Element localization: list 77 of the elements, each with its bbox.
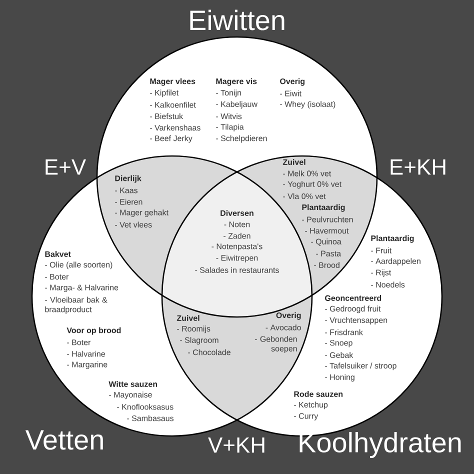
food-item: - Kaas (115, 188, 138, 194)
food-item: - Yoghurt 0% vet (283, 181, 342, 189)
food-item: - Olie (alle soorten) (45, 262, 112, 270)
food-item: - Pasta (316, 250, 342, 256)
food-item: - Chocolade (188, 349, 230, 356)
food-item: - Frisdrank (325, 329, 363, 336)
category-heading: Magere vis (216, 78, 257, 86)
category-heading: Plantaardig (371, 235, 414, 243)
node-label: Koolhydraten (300, 432, 461, 458)
food-item: - Eieren (115, 198, 142, 205)
category-heading: Diversen (220, 210, 254, 216)
food-item: - Brood (314, 262, 340, 268)
category-heading: Zuivel (282, 159, 306, 165)
food-item: - Witvis (216, 113, 242, 120)
food-item: - Marga- & Halvarine (45, 284, 118, 292)
category-heading: Dierlijk (115, 175, 142, 183)
food-item: - Schelpdieren (216, 135, 267, 143)
food-item: - Tonijn (216, 90, 241, 98)
category-heading: Mager vlees (150, 78, 196, 86)
food-item: - Gebak (325, 352, 354, 358)
overlap-label: E+V (46, 159, 86, 175)
category-heading: Voor op brood (66, 327, 121, 335)
food-item: - Salades in restaurants (195, 267, 279, 273)
food-item: - Kipfilet (150, 90, 179, 98)
food-item: - Vet vlees (115, 222, 152, 228)
food-item: - Boter (45, 274, 69, 280)
food-item: - Mager gehakt (115, 209, 168, 217)
category-heading: Bakvet (45, 251, 71, 257)
food-item: - Vla 0% vet (283, 193, 326, 200)
food-item: - Curry (294, 413, 318, 420)
overlap-label: V+KH (208, 437, 264, 453)
food-item: - Beef Jerky (150, 135, 192, 143)
food-item: - Sambasaus (127, 415, 174, 422)
food-item: - Kabeljauw (216, 101, 258, 109)
food-item: - Halvarine (67, 350, 105, 357)
food-item: - Biefstuk (150, 113, 184, 120)
category-heading: Zuivel (176, 315, 200, 321)
food-item: - Tafelsuiker / stroop (325, 362, 396, 370)
category-heading: Witte sauzen (108, 381, 158, 387)
overlap-label: E+KH (390, 159, 446, 175)
food-item: - Mayonaise (109, 392, 152, 400)
food-item: - Melk 0% vet (283, 170, 332, 176)
food-item: - Margarine (67, 361, 108, 369)
food-item: - Noedels (371, 282, 405, 288)
food-item: - Kalkoenfilet (150, 102, 196, 108)
food-item: - Snoep (325, 340, 352, 348)
category-heading: Overig (276, 312, 301, 320)
food-item: - Whey (isolaat) (280, 101, 336, 109)
food-item: - Tilapia (216, 124, 244, 132)
food-item: - Ketchup (294, 402, 328, 410)
food-item: - Zaden (224, 232, 250, 239)
food-item: - Avocado (266, 324, 301, 330)
food-item: - Vruchtensappen (325, 317, 388, 325)
category-heading: Plantaardig (302, 204, 345, 212)
food-item: - Slagroom (180, 337, 218, 345)
food-item: - Notenpasta's (212, 244, 262, 251)
food-item: - Boter (67, 340, 91, 346)
food-item: - Noten (224, 222, 250, 228)
food-item: - Gebonden soepen (254, 336, 297, 354)
food-item: - Fruit (371, 247, 392, 254)
food-item: - Roomijs (177, 326, 210, 334)
node-label: Eiwitten (190, 10, 284, 30)
category-heading: Geoncentreerd (325, 295, 382, 301)
food-item: - Quinoa (311, 238, 342, 246)
food-item: - Honing (325, 374, 354, 382)
food-item: - Eiwitrepen (216, 254, 258, 262)
food-item: - Varkenshaas (150, 124, 200, 131)
food-item: - Vloeibaar bak & braadproduct (45, 296, 108, 314)
food-item: - Rijst (371, 269, 392, 277)
category-heading: Overig (280, 78, 304, 86)
food-item: - Peulvruchten (302, 216, 353, 222)
food-item: - Knoflooksasus (117, 404, 174, 410)
food-item: - Gedroogd fruit (325, 306, 381, 314)
category-heading: Rode sauzen (294, 391, 343, 397)
food-item: - Aardappelen (371, 258, 420, 266)
food-item: - Havermout (305, 228, 349, 234)
food-item: - Eiwit (280, 90, 302, 96)
